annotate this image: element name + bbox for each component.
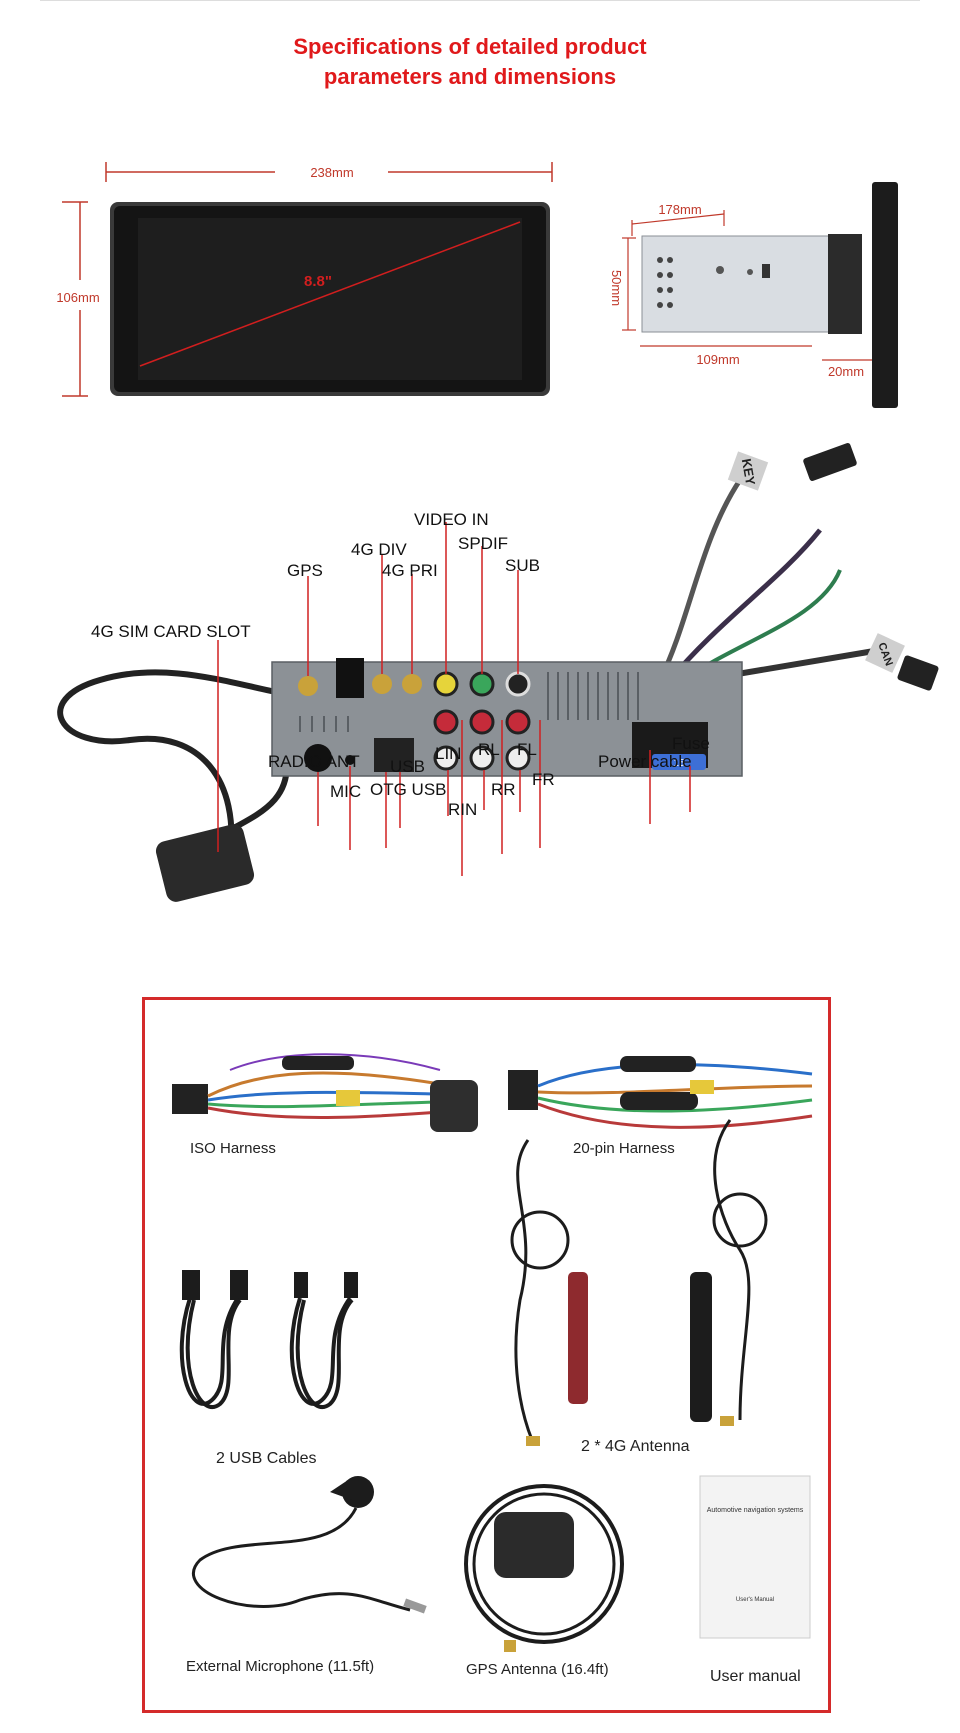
lin-jack: [433, 745, 459, 771]
video-in-jack: [433, 671, 459, 697]
title-line-1: Specifications of detailed product: [293, 34, 647, 59]
width-label: 238mm: [310, 165, 353, 180]
4g-pri-connector: [402, 674, 422, 694]
gps-antenna-image: [464, 1484, 624, 1652]
label-microphone: External Microphone (11.5ft): [186, 1658, 375, 1675]
depth-label: 178mm: [658, 202, 701, 217]
iso-harness-image: [172, 1053, 478, 1132]
spdif-jack: [469, 671, 495, 697]
label-4g-antenna: 2 * 4G Antenna: [581, 1438, 690, 1455]
chassis-faceplate: [872, 182, 898, 408]
4g-div-connector: [372, 674, 392, 694]
key-tag: KEY: [739, 457, 758, 486]
sim-slot-connector: [336, 658, 364, 698]
mic-jack: [345, 755, 355, 765]
key-cable: [657, 478, 743, 682]
fr-jack: [505, 709, 531, 735]
label-sub: SUB: [505, 556, 540, 575]
label-user-manual: User manual: [710, 1668, 801, 1685]
accessories-frame: [142, 997, 831, 1713]
microphone-image: [191, 1476, 427, 1614]
label-rin: RIN: [448, 800, 478, 819]
page-title: Specifications of detailed product param…: [0, 32, 940, 92]
label-gps: GPS: [287, 561, 323, 580]
bracket-label: 20mm: [828, 364, 864, 379]
label-power-cable: Power cable: [598, 752, 692, 771]
radio-ant-connector: [304, 744, 332, 772]
label-sim-slot: 4G SIM CARD SLOT: [91, 622, 251, 641]
fuse-value: 15: [673, 758, 685, 769]
chassis-body: [641, 235, 831, 333]
label-lin: LIN: [435, 744, 462, 763]
label-rr: RR: [491, 780, 516, 799]
usb-cables-image: [179, 1270, 358, 1409]
label-fuse: Fuse: [672, 734, 710, 753]
label-fl: FL: [517, 740, 537, 759]
accessories-illustrations: Automotive navigation systems User's Man…: [172, 1053, 813, 1652]
sim-card-module: [155, 824, 255, 902]
chassis-height-label: 50mm: [609, 270, 624, 306]
label-4g-div: 4G DIV: [351, 540, 407, 559]
label-video-in: VIDEO IN: [414, 510, 489, 529]
title-line-2: parameters and dimensions: [323, 64, 617, 89]
4g-antenna-image: [510, 1119, 768, 1446]
label-iso-harness: ISO Harness: [190, 1140, 276, 1157]
top-divider: [40, 0, 920, 1]
label-mic: MIC: [330, 782, 362, 801]
label-radio-ant: RADIO ANT: [268, 752, 360, 771]
label-20pin-harness: 20-pin Harness: [573, 1140, 675, 1157]
rr-jack: [469, 709, 495, 735]
dimension-diagram: 238mm 106mm 8.8" 178mm 50mm 109mm 20mm: [56, 162, 898, 408]
back-panel-diagram: KEY CAN 15: [57, 443, 939, 902]
label-usb-cables: 2 USB Cables: [216, 1450, 317, 1467]
user-manual-image: Automotive navigation systems User's Man…: [699, 1475, 811, 1639]
chassis-mount: [828, 234, 862, 334]
label-usb: USB: [390, 757, 425, 776]
20pin-harness-image: [508, 1056, 813, 1129]
label-4g-pri: 4G PRI: [382, 561, 438, 580]
manual-cover-title: Automotive navigation systems: [707, 1507, 804, 1514]
label-gps-antenna: GPS Antenna (16.4ft): [466, 1661, 609, 1678]
rin-jack: [433, 709, 459, 735]
manual-cover-foot: User's Manual: [736, 1597, 774, 1603]
chassis-length-label: 109mm: [696, 352, 739, 367]
label-spdif: SPDIF: [458, 534, 509, 553]
fl-jack: [505, 745, 531, 771]
label-otg-usb: OTG USB: [370, 780, 447, 799]
screen-size-label: 8.8": [304, 273, 332, 290]
usb-ports: [374, 738, 414, 772]
label-rl: RL: [478, 740, 500, 759]
diagonal-line: [139, 221, 521, 367]
fuse: [652, 754, 706, 770]
height-label: 106mm: [56, 290, 99, 305]
label-fr: FR: [532, 770, 555, 789]
sub-jack: [505, 671, 531, 697]
gps-connector: [298, 676, 318, 696]
rl-jack: [469, 745, 495, 771]
